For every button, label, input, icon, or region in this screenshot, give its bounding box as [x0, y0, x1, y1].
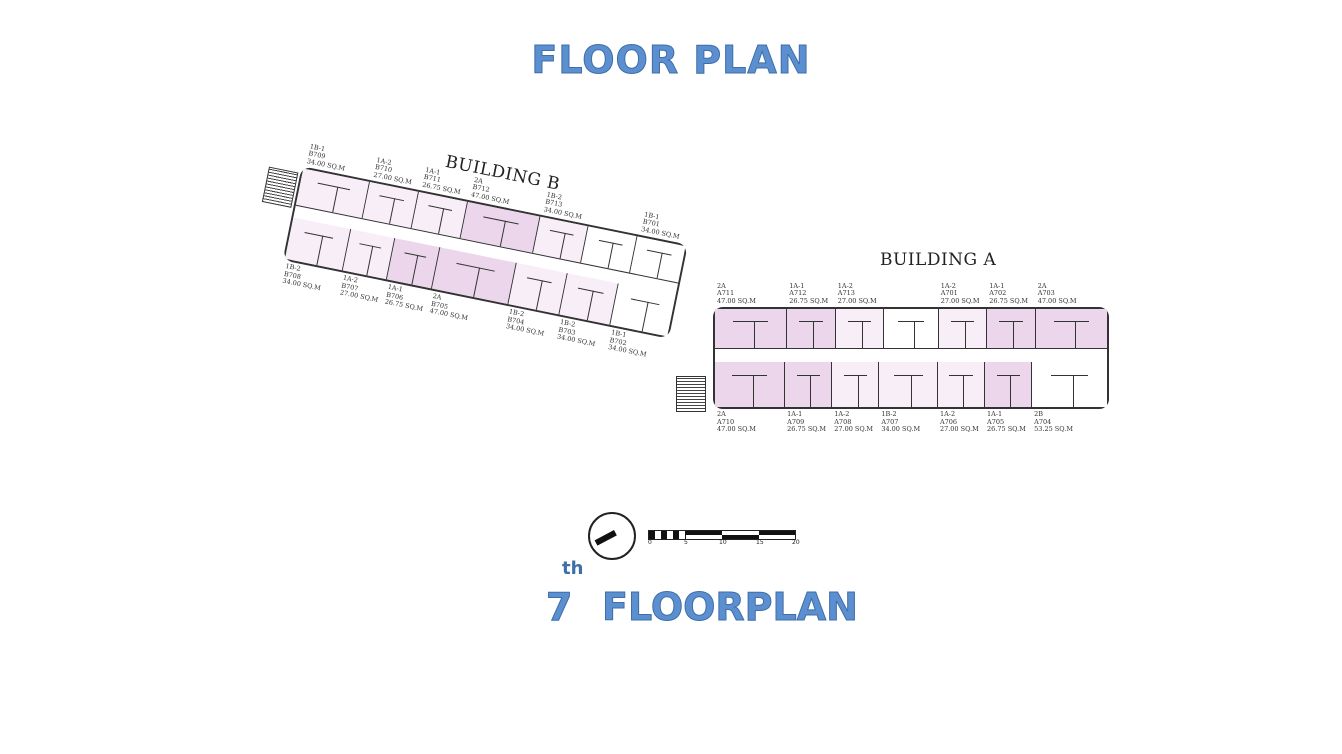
unit-type: 1A-2	[834, 410, 850, 418]
unit-unit: A712	[789, 289, 807, 297]
scale-bar	[648, 530, 796, 540]
core-lift-stair	[884, 309, 939, 349]
unit-unit: A703	[1037, 289, 1055, 297]
building-b-stair	[261, 166, 299, 208]
unit-unit: A706	[939, 417, 958, 426]
unit-type: 1A-1	[987, 410, 1003, 418]
unit-area: 47.00 SQ.M	[717, 296, 756, 305]
unit-unit: A710	[717, 417, 735, 426]
unit-area: 47.00 SQ.M	[717, 425, 756, 433]
unit-unit: A709	[787, 417, 805, 426]
unit-area: 26.75 SQ.M	[787, 425, 826, 433]
scale-tick: 10	[719, 539, 727, 546]
unit-type: 1A-2	[837, 281, 853, 290]
unit-area: 26.75 SQ.M	[989, 296, 1029, 305]
unit-area: 27.00 SQ.M	[940, 296, 980, 305]
floor-number: 7	[545, 585, 573, 630]
building-a-stair	[676, 376, 706, 412]
unit-area: 34.00 SQ.M	[881, 425, 921, 433]
unit-type: 1A-2	[939, 410, 956, 418]
unit-unit: A701	[940, 289, 958, 297]
unit-type: 2A	[717, 281, 726, 290]
unit-area: 47.00 SQ.M	[1037, 296, 1077, 305]
unit-unit: A704	[1034, 417, 1052, 426]
unit-area: 53.25 SQ.M	[1034, 425, 1073, 433]
unit-type: 1A-1	[989, 281, 1005, 290]
unit-area: 27.00 SQ.M	[834, 425, 874, 433]
unit-unit: A705	[987, 417, 1005, 426]
unit-area: 26.75 SQ.M	[987, 425, 1026, 433]
unit-type: 1A-2	[940, 281, 956, 290]
unit-type: 2A	[717, 410, 726, 418]
unit-area: 27.00 SQ.M	[939, 425, 979, 433]
unit-type: 1A-1	[789, 281, 805, 290]
north-arrow-icon	[588, 512, 636, 560]
unit-type: 1A-1	[787, 410, 803, 418]
unit-area: 27.00 SQ.M	[837, 296, 877, 305]
unit-unit: A707	[881, 417, 899, 426]
unit-type: 1B-2	[881, 410, 897, 418]
unit-area: 26.75 SQ.M	[789, 296, 829, 305]
unit-type: 2B	[1034, 410, 1044, 418]
page-title: FLOOR PLAN	[531, 38, 811, 83]
floorplan-title: FLOORPLAN	[602, 585, 859, 630]
unit-unit: A713	[837, 289, 855, 297]
scale-tick: 0	[648, 539, 652, 546]
floor-suffix: th	[562, 558, 584, 579]
scale-tick: 20	[792, 539, 800, 546]
unit-type: 2A	[1037, 281, 1047, 290]
scale-tick: 15	[756, 539, 764, 546]
unit-unit: A708	[834, 417, 852, 426]
unit-unit: A702	[989, 289, 1007, 297]
unit-unit: A711	[717, 289, 735, 297]
scale-tick: 5	[684, 539, 688, 546]
building-a-name: BUILDING A	[880, 250, 997, 270]
